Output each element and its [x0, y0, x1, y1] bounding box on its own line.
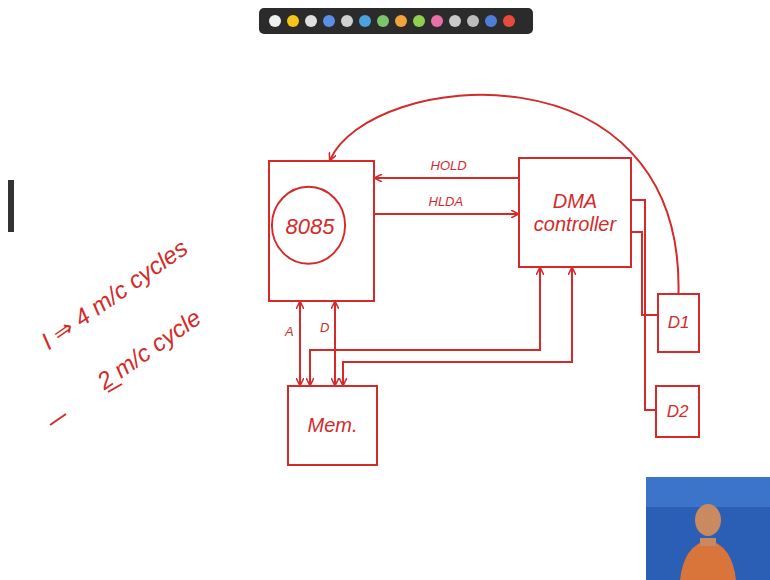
signal-label: D	[318, 320, 331, 335]
connector	[343, 268, 572, 385]
node-text: 8085	[272, 214, 348, 239]
dma-controller-box: DMA controller	[518, 157, 632, 268]
video-thumbnail	[646, 477, 770, 580]
node-text: D2	[663, 400, 693, 424]
connector	[299, 302, 301, 385]
memory-box: Mem.	[287, 385, 378, 466]
node-text: Mem.	[304, 412, 362, 439]
connector	[334, 302, 336, 385]
node-text: D1	[664, 311, 694, 335]
side-tab	[8, 180, 14, 232]
processor-box: 8085	[268, 160, 375, 302]
device-box: D2	[655, 385, 700, 438]
connector	[375, 177, 518, 179]
node-text: DMA controller	[520, 188, 630, 238]
connector	[375, 213, 518, 215]
connector	[632, 200, 655, 410]
device-box: D1	[657, 293, 700, 353]
toolbar-icons	[269, 15, 515, 27]
signal-label: HLDA	[427, 194, 466, 209]
toolbar	[259, 8, 533, 34]
signal-label: HOLD	[429, 158, 469, 173]
signal-label: A	[283, 324, 296, 339]
connector	[330, 95, 679, 293]
connector	[310, 268, 540, 385]
handwritten-note: 2 m/c cycle	[92, 304, 206, 396]
